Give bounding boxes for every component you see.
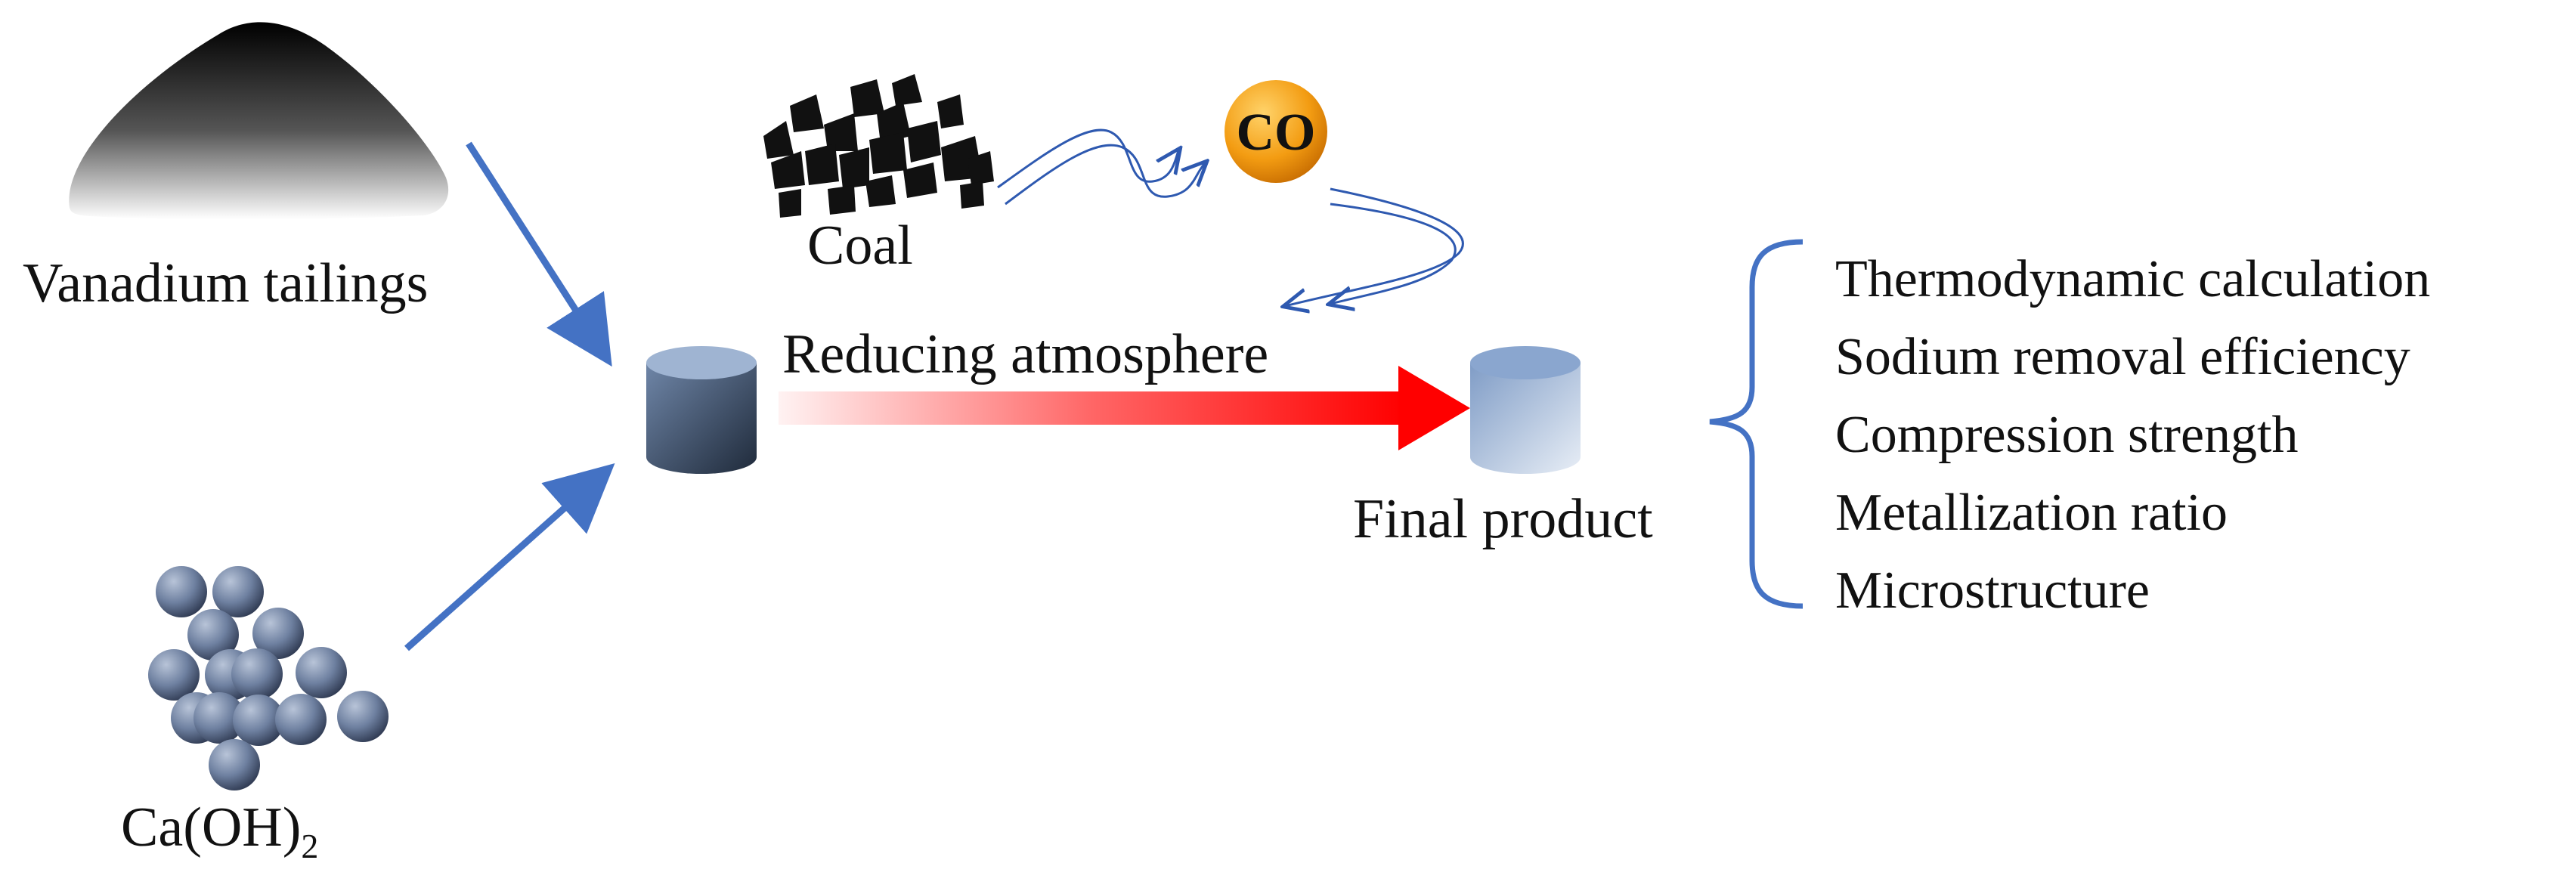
coal-label: Coal	[807, 215, 913, 277]
co-label: CO	[1237, 104, 1316, 162]
property-item: Compression strength	[1835, 406, 2299, 464]
caoh2-label: Ca(OH)2	[121, 800, 318, 864]
vanadium-tailings-pile-icon	[69, 22, 449, 220]
mixture-cylinder-icon	[646, 346, 757, 474]
property-item: Sodium removal efficiency	[1835, 328, 2410, 386]
caoh2-subscript: 2	[301, 826, 319, 865]
vanadium-tailings-label: Vanadium tailings	[23, 252, 429, 314]
caoh2-main-text: Ca(OH)	[121, 797, 302, 859]
properties-bracket	[1709, 239, 1804, 609]
co-molecule-icon: CO	[1225, 80, 1327, 183]
final-product-cylinder-icon	[1470, 346, 1581, 474]
caoh2-to-mixture-arrow	[404, 463, 615, 651]
coal-pile-icon	[763, 74, 994, 218]
tailings-to-mixture-arrow	[466, 141, 612, 367]
final-product-label: Final product	[1353, 488, 1653, 550]
reducing-atmosphere-label: Reducing atmosphere	[782, 323, 1269, 385]
coal-to-co-arrow	[997, 128, 1206, 206]
property-item: Metallization ratio	[1835, 484, 2228, 542]
property-item: Thermodynamic calculation	[1835, 250, 2431, 308]
co-to-atmosphere-arrow	[1285, 187, 1464, 306]
caoh2-particles-icon	[148, 566, 389, 790]
property-item: Microstructure	[1835, 562, 2150, 620]
reaction-arrow	[779, 366, 1470, 450]
